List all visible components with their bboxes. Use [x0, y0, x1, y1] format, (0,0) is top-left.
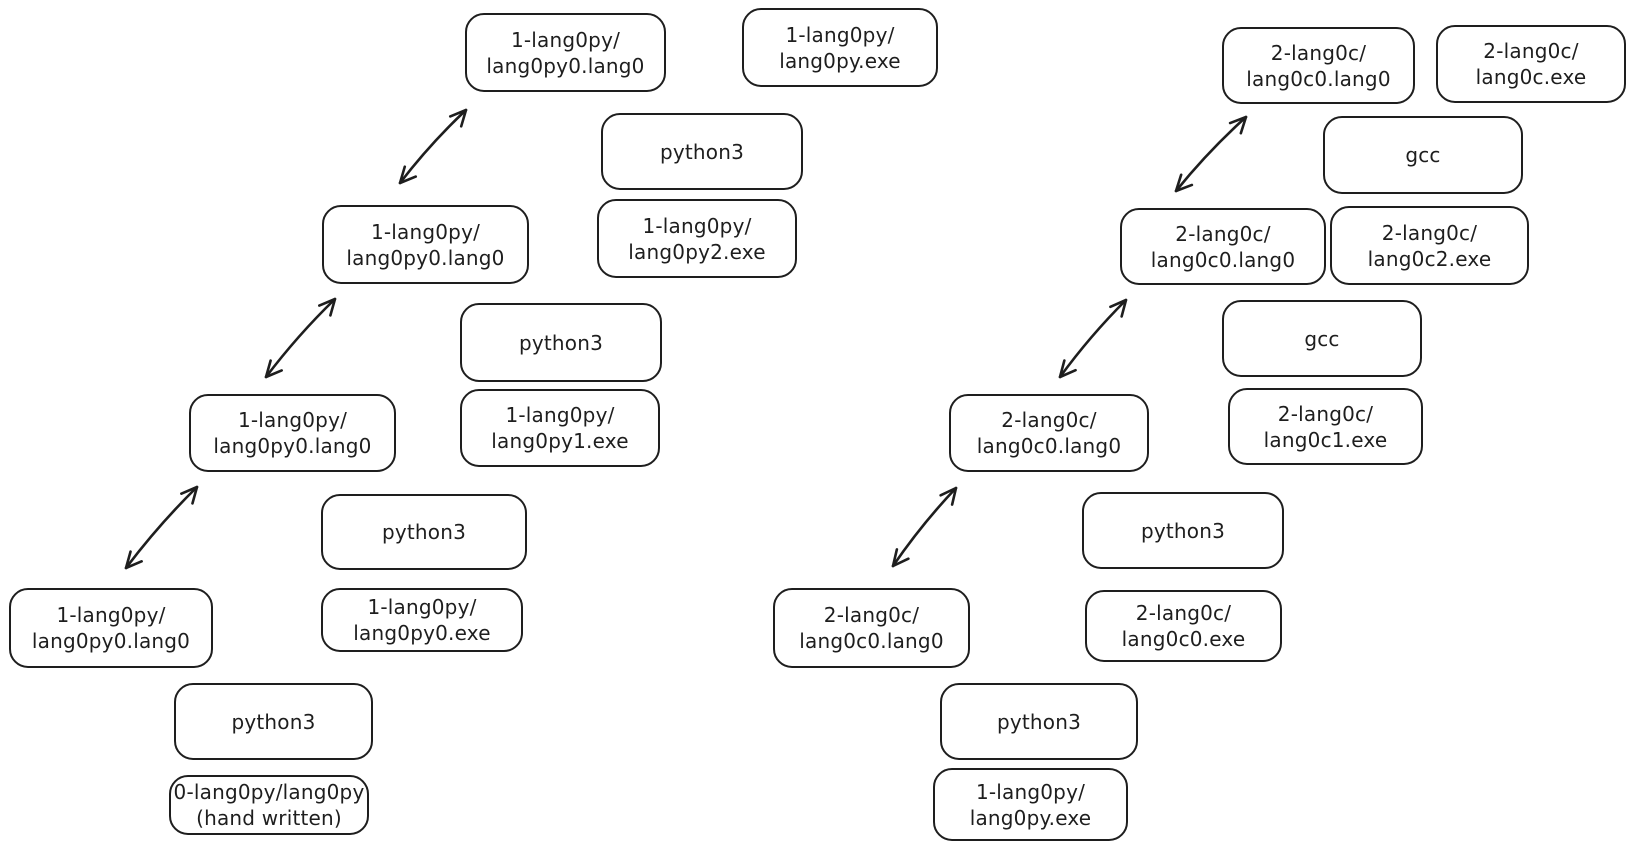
box-python3-right-2: python3	[940, 683, 1138, 760]
node-label-line: 1-lang0py/	[642, 213, 752, 238]
box-1-lang0py-lang0py-exe-bootstrap: 1-lang0py/lang0py.exe	[933, 768, 1128, 841]
arrow-lang0c-gen3-gen4	[1174, 115, 1248, 193]
box-1-lang0py-lang0py2-exe: 1-lang0py/lang0py2.exe	[597, 199, 797, 278]
node-label-line: 2-lang0c/	[1381, 220, 1478, 245]
node-label-line: gcc	[1405, 143, 1441, 167]
arrow-lang0py-gen2-gen3	[264, 297, 337, 379]
node-label-line: 2-lang0c/	[1483, 39, 1579, 63]
node-label-line: 2-lang0c/	[1277, 401, 1374, 426]
node-label-line: lang0py0.lang0	[31, 629, 191, 653]
box-1-lang0py-lang0py0-exe: 1-lang0py/lang0py0.exe	[321, 588, 523, 652]
box-2-lang0c-lang0c-exe: 2-lang0c/lang0c.exe	[1436, 25, 1626, 103]
node-label-line: lang0py.exe	[969, 805, 1092, 830]
node-label-line: lang0py0.lang0	[346, 245, 505, 270]
box-python3-4: python3	[174, 683, 373, 760]
node-label-line: 1-lang0py/	[367, 595, 477, 619]
box-1-lang0py-lang0py0-lang0-gen2: 1-lang0py/lang0py0.lang0	[189, 394, 396, 472]
node-label-line: 1-lang0py/	[785, 22, 895, 47]
node-label-line: lang0py2.exe	[628, 239, 766, 264]
node-label-line: python3	[1140, 518, 1226, 543]
box-python3-3: python3	[321, 494, 527, 570]
box-2-lang0c-lang0c0-lang0-gen3: 2-lang0c/lang0c0.lang0	[1120, 208, 1326, 285]
node-label-line: 2-lang0c/	[1175, 221, 1271, 246]
box-1-lang0py-lang0py0-lang0-gen4: 1-lang0py/lang0py0.lang0	[465, 13, 666, 92]
box-python3-right-1: python3	[1082, 492, 1284, 569]
node-label-line: lang0c0.lang0	[976, 434, 1122, 458]
node-label-line: 1-lang0py/	[510, 27, 621, 52]
box-0-lang0py-hand-written: 0-lang0py/lang0py(hand written)	[169, 775, 369, 835]
box-2-lang0c-lang0c1-exe: 2-lang0c/lang0c1.exe	[1228, 388, 1423, 465]
node-label-line: lang0c2.exe	[1367, 246, 1492, 271]
node-label-line: lang0py0.lang0	[486, 53, 645, 78]
box-2-lang0c-lang0c0-lang0-gen1: 2-lang0c/lang0c0.lang0	[773, 588, 970, 668]
node-label-line: lang0py0.lang0	[213, 434, 372, 458]
box-2-lang0c-lang0c0-exe: 2-lang0c/lang0c0.exe	[1085, 590, 1282, 662]
node-label-line: 2-lang0c/	[1270, 40, 1367, 65]
node-label-line: lang0py.exe	[779, 48, 901, 73]
box-2-lang0c-lang0c0-lang0-gen2: 2-lang0c/lang0c0.lang0	[949, 394, 1149, 472]
node-label-line: python3	[659, 139, 745, 164]
box-python3-1: python3	[601, 113, 803, 190]
node-label-line: lang0c.exe	[1475, 65, 1587, 89]
box-gcc-1: gcc	[1323, 116, 1523, 194]
node-label-line: gcc	[1304, 326, 1340, 351]
arrow-lang0py-gen1-gen2	[124, 485, 199, 570]
node-label-line: 0-lang0py/lang0py	[173, 780, 365, 804]
box-2-lang0c-lang0c0-lang0-gen4: 2-lang0c/lang0c0.lang0	[1222, 27, 1415, 104]
node-label-line: 2-lang0c/	[1135, 601, 1232, 625]
node-label-line: lang0py0.exe	[353, 621, 491, 645]
node-label-line: lang0py1.exe	[491, 429, 629, 453]
arrow-lang0c-gen1-gen2	[891, 486, 958, 568]
arrow-lang0py-gen3-gen4	[398, 108, 468, 185]
node-label-line: lang0c0.lang0	[1150, 247, 1296, 272]
node-label-line: lang0c0.exe	[1121, 627, 1246, 651]
node-label-line: 1-lang0py/	[56, 603, 166, 627]
node-label-line: (hand written)	[196, 806, 342, 830]
box-1-lang0py-lang0py1-exe: 1-lang0py/lang0py1.exe	[460, 389, 660, 467]
box-1-lang0py-lang0py0-lang0-gen3: 1-lang0py/lang0py0.lang0	[322, 205, 529, 284]
node-label-line: python3	[381, 520, 467, 544]
node-label-line: lang0c1.exe	[1263, 427, 1388, 452]
box-python3-2: python3	[460, 303, 662, 382]
node-label-line: python3	[996, 709, 1082, 734]
box-1-lang0py-lang0py0-lang0-gen1: 1-lang0py/lang0py0.lang0	[9, 588, 213, 668]
box-2-lang0c-lang0c2-exe: 2-lang0c/lang0c2.exe	[1330, 206, 1529, 285]
arrow-lang0c-gen2-gen3	[1058, 298, 1128, 379]
node-label-line: lang0c0.lang0	[1246, 66, 1391, 91]
node-label-line: 2-lang0c/	[823, 603, 920, 627]
node-label-line: 1-lang0py/	[975, 779, 1086, 804]
node-label-line: 1-lang0py/	[505, 403, 615, 427]
node-label-line: 1-lang0py/	[370, 219, 481, 244]
node-label-line: lang0c0.lang0	[799, 629, 944, 653]
node-label-line: 2-lang0c/	[1001, 408, 1097, 432]
node-label-line: 1-lang0py/	[237, 408, 348, 432]
node-label-line: python3	[518, 330, 604, 355]
node-label-line: python3	[231, 709, 316, 734]
box-1-lang0py-lang0py-exe: 1-lang0py/lang0py.exe	[742, 8, 938, 87]
box-gcc-2: gcc	[1222, 300, 1422, 377]
